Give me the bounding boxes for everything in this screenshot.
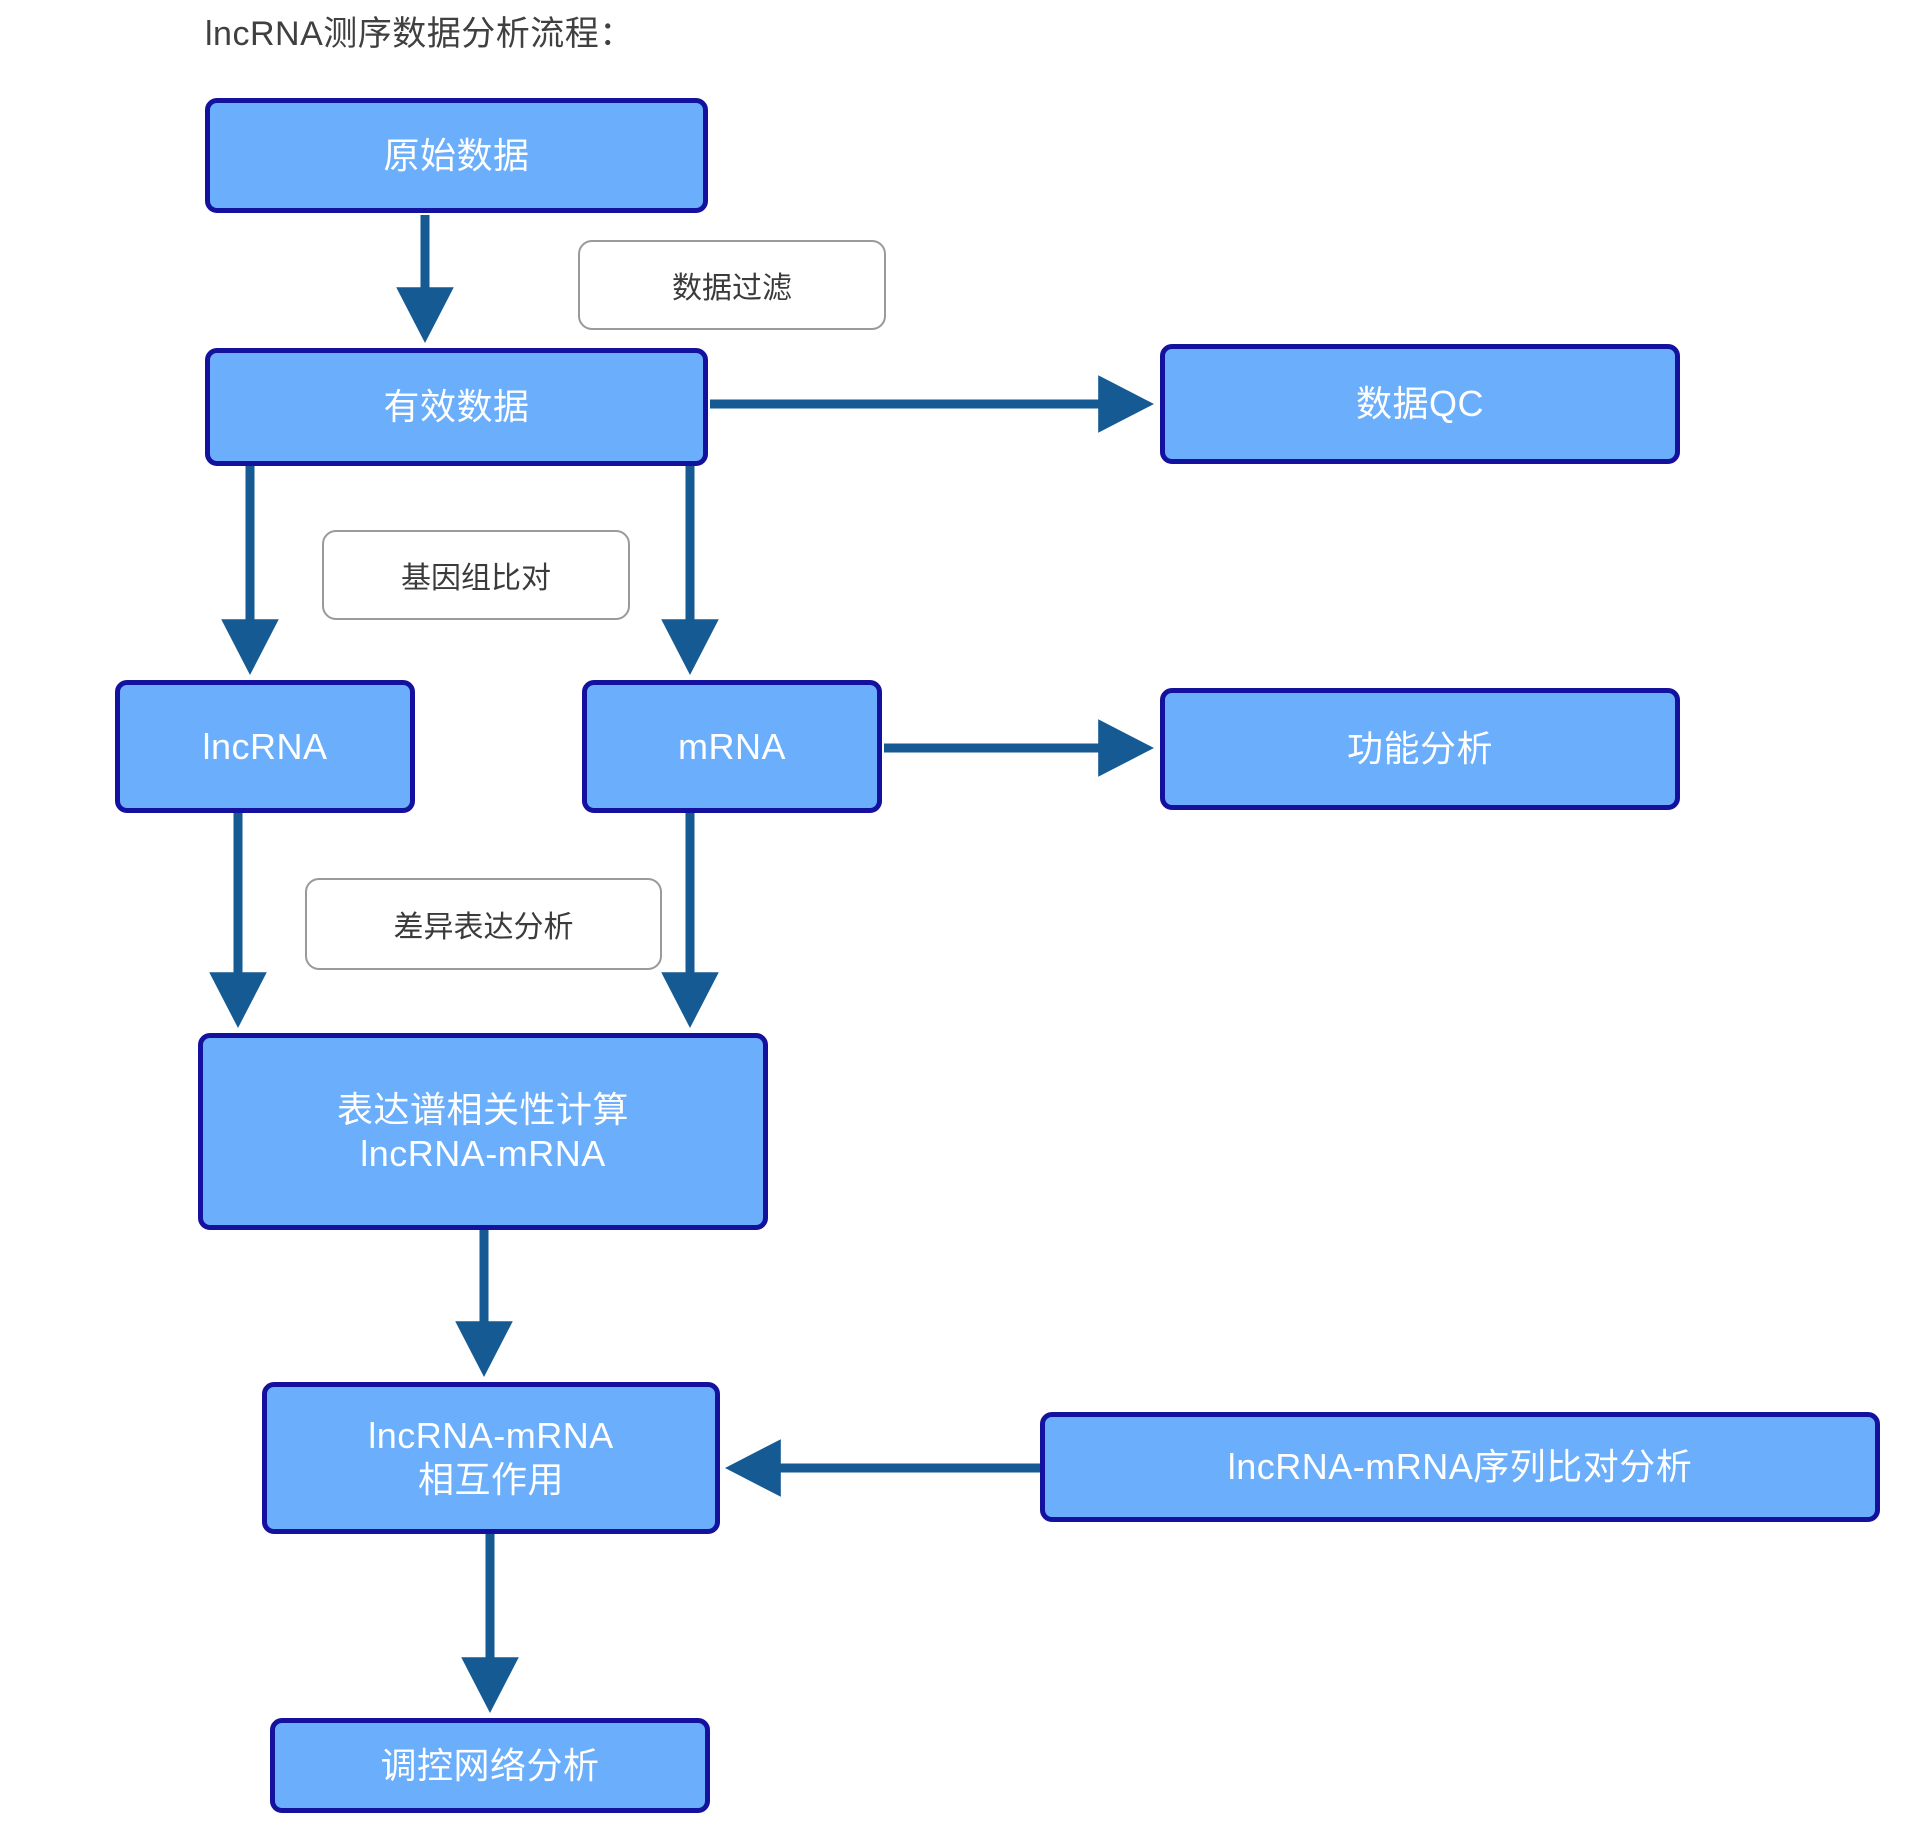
node-lncrna-label: lncRNA — [202, 725, 328, 767]
node-lncrna-mrna-interaction-label-line2: 相互作用 — [417, 1459, 564, 1500]
node-data-qc[interactable]: 数据QC — [1160, 344, 1680, 464]
node-data-qc-label: 数据QC — [1355, 383, 1484, 425]
edge-label-differential-expression: 差异表达分析 — [305, 878, 662, 970]
node-lncrna-mrna-interaction-label-line1: lncRNA-mRNA — [368, 1415, 614, 1457]
node-raw-data-label: 原始数据 — [383, 134, 530, 176]
node-function-analysis-label: 功能分析 — [1346, 728, 1493, 770]
node-sequence-alignment-label: lncRNA-mRNA序列比对分析 — [1227, 1446, 1693, 1488]
node-regulatory-network[interactable]: 调控网络分析 — [270, 1718, 710, 1813]
node-lncrna[interactable]: lncRNA — [115, 680, 415, 813]
edge-label-genome-alignment-text: 基因组比对 — [401, 562, 551, 595]
node-expression-correlation[interactable]: 表达谱相关性计算 lncRNA-mRNA — [198, 1033, 768, 1230]
node-valid-data[interactable]: 有效数据 — [205, 348, 708, 466]
node-mrna-label: mRNA — [678, 725, 786, 767]
edge-label-data-filter-text: 数据过滤 — [672, 272, 792, 305]
node-expression-correlation-label-line2: lncRNA-mRNA — [360, 1132, 606, 1174]
node-regulatory-network-label: 调控网络分析 — [380, 1744, 600, 1786]
page-title: lncRNA测序数据分析流程： — [205, 15, 634, 53]
node-lncrna-mrna-interaction[interactable]: lncRNA-mRNA 相互作用 — [262, 1382, 720, 1534]
node-raw-data[interactable]: 原始数据 — [205, 98, 708, 213]
edge-label-genome-alignment: 基因组比对 — [322, 530, 630, 620]
node-sequence-alignment[interactable]: lncRNA-mRNA序列比对分析 — [1040, 1412, 1880, 1522]
edge-label-data-filter: 数据过滤 — [578, 240, 886, 330]
node-function-analysis[interactable]: 功能分析 — [1160, 688, 1680, 810]
node-mrna[interactable]: mRNA — [582, 680, 882, 813]
edge-label-differential-expression-text: 差异表达分析 — [393, 911, 574, 944]
node-valid-data-label: 有效数据 — [383, 386, 530, 428]
node-expression-correlation-label-line1: 表达谱相关性计算 — [336, 1088, 629, 1130]
